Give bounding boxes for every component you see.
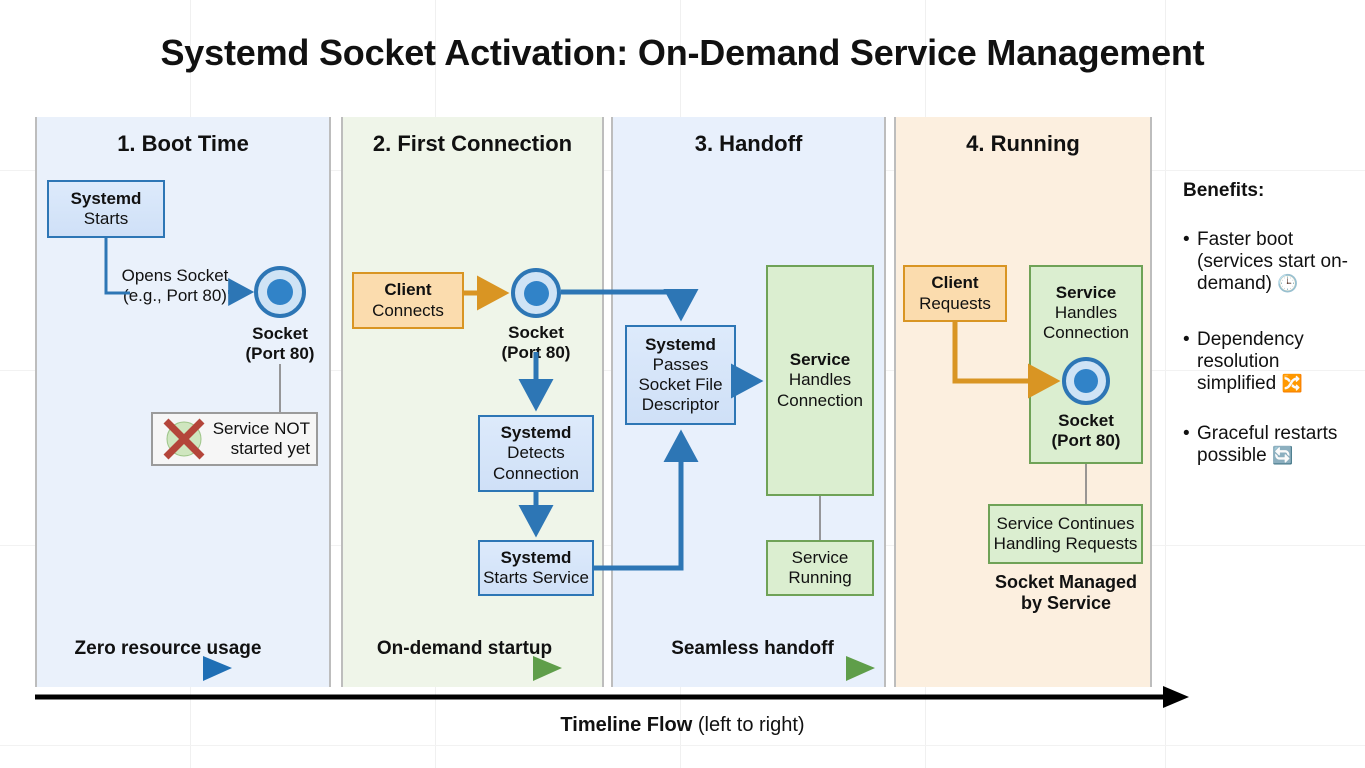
- phase-column-first-connection: 2. First Connection: [341, 117, 604, 687]
- edge-label-opens-socket: Opens Socket (e.g., Port 80): [121, 266, 229, 306]
- node-service-not-started[interactable]: Service NOT started yet: [151, 412, 318, 466]
- benefit-item: • Graceful restarts possible 🔄: [1183, 423, 1363, 467]
- benefit-text: Faster boot (services start on-demand) 🕒: [1197, 229, 1348, 294]
- node-service-continues[interactable]: Service Continues Handling Requests: [988, 504, 1143, 564]
- phase-heading-handoff: 3. Handoff: [694, 131, 803, 156]
- node-systemd-detects-title: Systemd: [500, 423, 572, 443]
- bullet-icon: •: [1183, 329, 1190, 350]
- node-systemd-starts-sub: Starts: [83, 209, 129, 228]
- grid-line-horizontal: [0, 745, 1365, 746]
- node-service-handles-running-title: Service: [1055, 283, 1117, 302]
- timeline-axis-arrow: [35, 686, 1189, 708]
- phase-heading-first-connection: 2. First Connection: [372, 131, 573, 156]
- node-service-handles-title: Service: [789, 350, 851, 370]
- node-systemd-starts[interactable]: Systemd Starts: [47, 180, 165, 238]
- node-client-requests[interactable]: Client Requests: [903, 265, 1007, 322]
- phase-heading-running: 4. Running: [966, 131, 1080, 156]
- node-systemd-starts-service-title: Systemd: [500, 547, 572, 567]
- phase-heading-boot-time: 1. Boot Time: [117, 131, 249, 156]
- phase-label-handoff: Seamless handoff: [671, 638, 834, 659]
- socket-inner-dot: [523, 280, 549, 306]
- benefit-text: Graceful restarts possible 🔄: [1197, 423, 1338, 466]
- recycle-icon: 🔄: [1272, 445, 1294, 465]
- node-client-connects[interactable]: Client Connects: [352, 272, 464, 329]
- grid-line-vertical: [1165, 0, 1166, 768]
- clock-icon: 🕒: [1277, 273, 1299, 293]
- timeline-caption-rest: (left to right): [697, 714, 805, 736]
- node-systemd-detects-connection[interactable]: Systemd Detects Connection: [478, 415, 594, 492]
- socket-icon-first-connection[interactable]: [511, 268, 561, 318]
- phase-label-first-connection: On-demand startup: [376, 638, 553, 659]
- benefit-text: Dependency resolution simplified 🔀: [1197, 329, 1304, 394]
- benefit-item: • Faster boot (services start on-demand)…: [1183, 229, 1363, 295]
- socket-inner-dot: [1074, 369, 1098, 393]
- socket-caption-running: Socket (Port 80): [1051, 411, 1121, 450]
- bullet-icon: •: [1183, 423, 1190, 444]
- network-nodes-icon: 🔀: [1281, 373, 1303, 393]
- socket-caption-boot: Socket (Port 80): [245, 324, 315, 363]
- node-systemd-starts-service[interactable]: Systemd Starts Service: [478, 540, 594, 596]
- timeline-caption-bold: Timeline Flow: [560, 714, 693, 736]
- bullet-icon: •: [1183, 229, 1190, 250]
- node-systemd-passes-fd-title: Systemd: [645, 334, 716, 354]
- phase-label-boot-time: Zero resource usage: [74, 638, 262, 659]
- node-client-connects-sub: Connects: [372, 300, 444, 320]
- socket-caption-first-connection: Socket (Port 80): [501, 323, 571, 362]
- node-client-connects-title: Client: [384, 280, 432, 300]
- page-title: Systemd Socket Activation: On-Demand Ser…: [160, 32, 1205, 73]
- node-systemd-starts-title: Systemd: [70, 188, 142, 208]
- service-not-started-x-icon: [159, 414, 209, 464]
- timeline-caption: Timeline Flow (left to right): [0, 714, 1365, 737]
- socket-inner-dot: [267, 279, 293, 305]
- node-service-handles-connection-handoff[interactable]: Service Handles Connection: [766, 265, 874, 496]
- node-client-requests-sub: Requests: [919, 293, 991, 313]
- socket-icon-boot[interactable]: [254, 266, 306, 318]
- node-service-running[interactable]: Service Running: [766, 540, 874, 596]
- socket-icon-running[interactable]: [1062, 357, 1110, 405]
- benefits-title: Benefits:: [1183, 180, 1265, 201]
- running-footer-note: Socket Managed by Service: [994, 572, 1138, 613]
- node-client-requests-title: Client: [931, 273, 979, 293]
- benefit-item: • Dependency resolution simplified 🔀: [1183, 329, 1363, 395]
- node-systemd-passes-fd[interactable]: Systemd Passes Socket File Descriptor: [625, 325, 736, 425]
